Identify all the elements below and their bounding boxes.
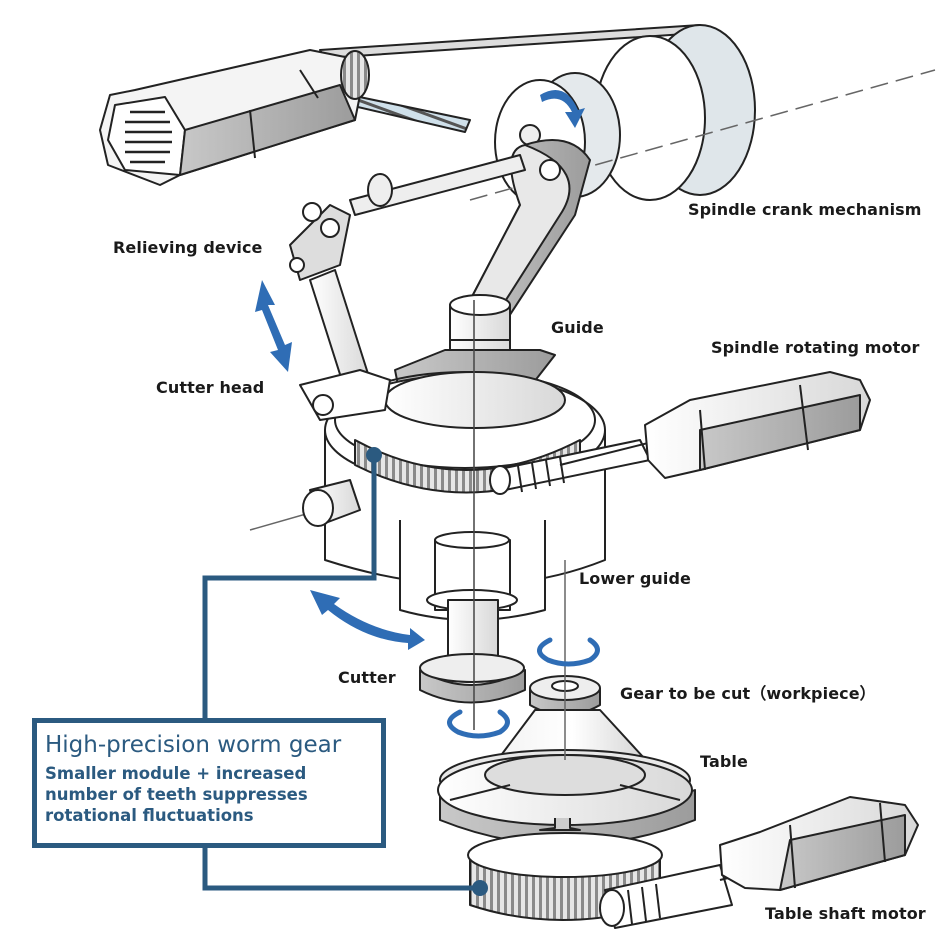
- label-spindle-crank-mechanism: Spindle crank mechanism: [688, 200, 922, 219]
- lower-guide-housing: [399, 520, 546, 621]
- cutter-spindle: [447, 599, 499, 661]
- label-relieving-device: Relieving device: [113, 238, 263, 257]
- label-cutter: Cutter: [338, 668, 396, 687]
- callout-leader-upper: [202, 455, 377, 720]
- callout-line: Smaller module + increased: [45, 764, 307, 783]
- relieving-linkage: [289, 154, 526, 391]
- cutter-head-swing-arrow: [310, 590, 425, 650]
- spindle-worm: [489, 439, 661, 495]
- label-cutter-head: Cutter head: [156, 378, 265, 397]
- callout-title: High-precision worm gear: [45, 732, 342, 758]
- table: [437, 709, 696, 846]
- table-shaft-motor: [719, 796, 919, 891]
- worm-gear-callout: High-precision worm gear Smaller module …: [32, 718, 386, 848]
- callout-dot-table-worm-wheel: [472, 880, 488, 896]
- label-workpiece: Gear to be cut（workpiece）: [620, 684, 876, 703]
- side-cylinder: [249, 479, 361, 531]
- label-spindle-rotating-motor: Spindle rotating motor: [711, 338, 920, 357]
- callout-leader-lower: [202, 845, 480, 891]
- label-lower-guide: Lower guide: [579, 569, 692, 588]
- spindle-rotating-motor: [644, 371, 871, 479]
- main-drive-motor: [99, 49, 370, 186]
- callout-dot-spindle-worm-wheel: [366, 447, 382, 463]
- cutter-head-body: [299, 369, 606, 586]
- callout-body: Smaller module + increased number of tee…: [45, 763, 381, 826]
- callout-line: number of teeth suppresses: [45, 785, 308, 804]
- workpiece-rotation-arrow: [537, 637, 600, 667]
- large-pulley: [594, 24, 756, 201]
- crank-rotation-arrow: [540, 90, 585, 128]
- cutter-rotation-arrow: [447, 709, 510, 739]
- label-table-shaft-motor: Table shaft motor: [765, 904, 926, 923]
- cutter-gear: [419, 653, 526, 704]
- callout-line: rotational fluctuations: [45, 806, 254, 825]
- label-guide: Guide: [551, 318, 604, 337]
- drive-belt-lower: [344, 94, 471, 133]
- relieving-stroke-arrow: [255, 280, 292, 372]
- label-table: Table: [700, 752, 748, 771]
